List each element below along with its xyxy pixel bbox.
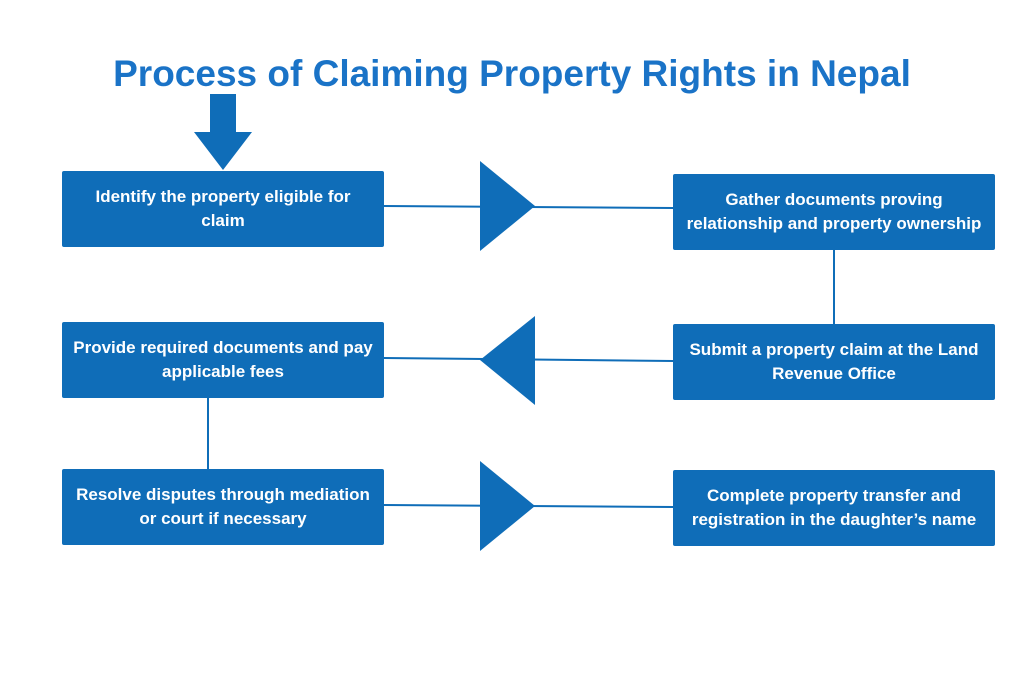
step-text: Complete property transfer and registrat… — [691, 486, 977, 529]
step-box-identify-property: Identify the property eligible for claim — [62, 171, 384, 247]
step-text: Submit a property claim at the Land Reve… — [689, 340, 979, 383]
step-text: Gather documents proving relationship an… — [686, 190, 982, 233]
step-text: Resolve disputes through mediation or co… — [76, 485, 370, 528]
step-box-resolve-disputes: Resolve disputes through mediation or co… — [62, 469, 384, 545]
arrow-right-icon — [480, 161, 535, 251]
step-box-complete-transfer: Complete property transfer and registrat… — [673, 470, 995, 546]
step-box-provide-documents: Provide required documents and pay appli… — [62, 322, 384, 398]
step-box-submit-claim: Submit a property claim at the Land Reve… — [673, 324, 995, 400]
step-text: Identify the property eligible for claim — [95, 187, 351, 230]
start-arrow-icon — [194, 94, 252, 170]
step-text: Provide required documents and pay appli… — [73, 338, 373, 381]
diagram-title: Process of Claiming Property Rights in N… — [113, 53, 911, 94]
arrow-left-icon — [480, 316, 535, 405]
arrow-right-icon — [480, 461, 535, 551]
step-box-gather-documents: Gather documents proving relationship an… — [673, 174, 995, 250]
